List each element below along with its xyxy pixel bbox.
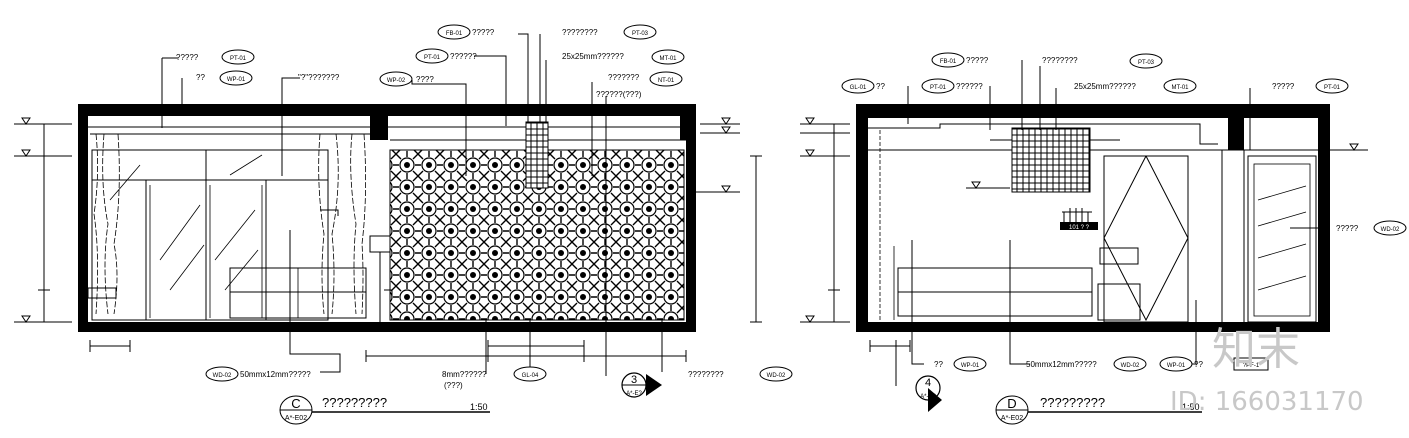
callout-mt01-tag: MT-01 (659, 56, 677, 62)
callout-bottom4-tag-d: ?PF-1 (1243, 363, 1260, 369)
callout-fb01-label-d: ????? (966, 56, 989, 65)
callout-right-label: ???????? (688, 370, 724, 379)
section-ref-3: 3 A*-E? (621, 372, 662, 398)
elevation-c-id: C (291, 396, 300, 411)
callout-glass-sub: (???) (444, 381, 463, 390)
elevation-c-ref: A*-E02 (285, 415, 307, 422)
callout-pt01-label-d: ?????? (956, 82, 983, 91)
callout-right-tag-d: PT-01 (1324, 85, 1341, 91)
elevation-d-ref: A*-E02 (1001, 415, 1023, 422)
section-ref-4: 4 A*-E? (895, 340, 942, 412)
callout-pt01-tag-d: PT-01 (930, 85, 947, 91)
section-4-sheet: A*-E? (920, 394, 936, 400)
callout-pt03-tag: PT-03 (632, 31, 649, 37)
callout-mt01-label: 25x25mm?????? (562, 52, 624, 61)
callout-pt01b-tag: PT-01 (424, 55, 441, 61)
title-block-d: D A*-E02 ????????? 1:50 (995, 395, 1202, 425)
callout-pt01b-label: ?????? (450, 52, 477, 61)
callout-fb01-tag: FB-01 (446, 31, 463, 37)
callout-glass-label: 8mm?????? (442, 370, 487, 379)
callout-gl01-tag: GL-01 (850, 85, 867, 91)
callout-pt01-tag: PT-01 (230, 56, 247, 62)
callout-bottom3-tag-d: WP-01 (1167, 363, 1186, 369)
section-3-number: 3 (631, 374, 637, 386)
callout-nt-label: ??????? (608, 73, 640, 82)
callout-bottom2-label-d: 50mmx12mm????? (1026, 360, 1097, 369)
title-block-c: C A*-E02 ????????? 1:50 (279, 395, 490, 425)
callout-mt-label-d: 25x25mm?????? (1074, 82, 1136, 91)
callout-wp02-label: ???? (416, 75, 434, 84)
callout-wp01-label: ?? (196, 73, 205, 82)
callout-right-tag: WD-02 (767, 373, 786, 379)
room-sign: 101 ? ? (1069, 225, 1090, 231)
watermark: 知末 ID: 166031170 (1170, 324, 1364, 417)
elevation-c-title: ????????? (322, 395, 387, 410)
section-3-sheet: A*-E? (626, 391, 642, 397)
callout-wp02-tag: WP-02 (387, 78, 406, 84)
elevation-c-scale: 1:50 (470, 402, 488, 412)
callout-tube-label: ???????? (562, 28, 598, 37)
callout-gl01-label: ?? (876, 82, 885, 91)
elevation-d-id: D (1007, 396, 1016, 411)
watermark-logo: 知末 (1212, 324, 1300, 375)
elevation-c: 3 A*-E? ????? PT-01 ?? WP-01 "?"??????? … (14, 24, 793, 425)
elevation-d-scale: 1:50 (1182, 402, 1200, 412)
callout-mt-tag-d: MT-01 (1171, 85, 1189, 91)
callout-fb01-label: ????? (472, 28, 495, 37)
callout-wd02-tag: WD-02 (213, 373, 232, 379)
callout-right-label-d: ????? (1272, 82, 1295, 91)
callout-wd02-label: 50mmx12mm????? (240, 370, 311, 379)
callout-pt01-label: ????? (176, 53, 199, 62)
callout-tube-label-d: ???????? (1042, 56, 1078, 65)
section-4-number: 4 (925, 377, 931, 389)
callout-bottom1-tag-d: WP-01 (961, 363, 980, 369)
callout-fb01-tag-d: FB-01 (940, 59, 957, 65)
callout-bottom3-label-d: ?? (1194, 360, 1203, 369)
elevation-d-title: ????????? (1040, 395, 1105, 410)
callout-side-label-d: ????? (1336, 224, 1359, 233)
watermark-id: ID: 166031170 (1170, 387, 1364, 417)
callout-nt-tag: NT-01 (658, 78, 675, 84)
callout-wp01-tag: WP-01 (227, 77, 246, 83)
callout-nt-sub: ??????(???) (596, 90, 642, 99)
elevation-d: 101 ? ? (800, 52, 1407, 425)
callout-quote-label: "?"??????? (298, 73, 340, 82)
callout-side-tag-d: WD-02 (1381, 227, 1400, 233)
callout-bottom1-label-d: ?? (934, 360, 943, 369)
callout-gl04-tag: GL-04 (522, 373, 539, 379)
callout-bottom2-tag-d: WD-02 (1121, 363, 1140, 369)
callout-pt03-tag-d: PT-03 (1138, 60, 1155, 66)
